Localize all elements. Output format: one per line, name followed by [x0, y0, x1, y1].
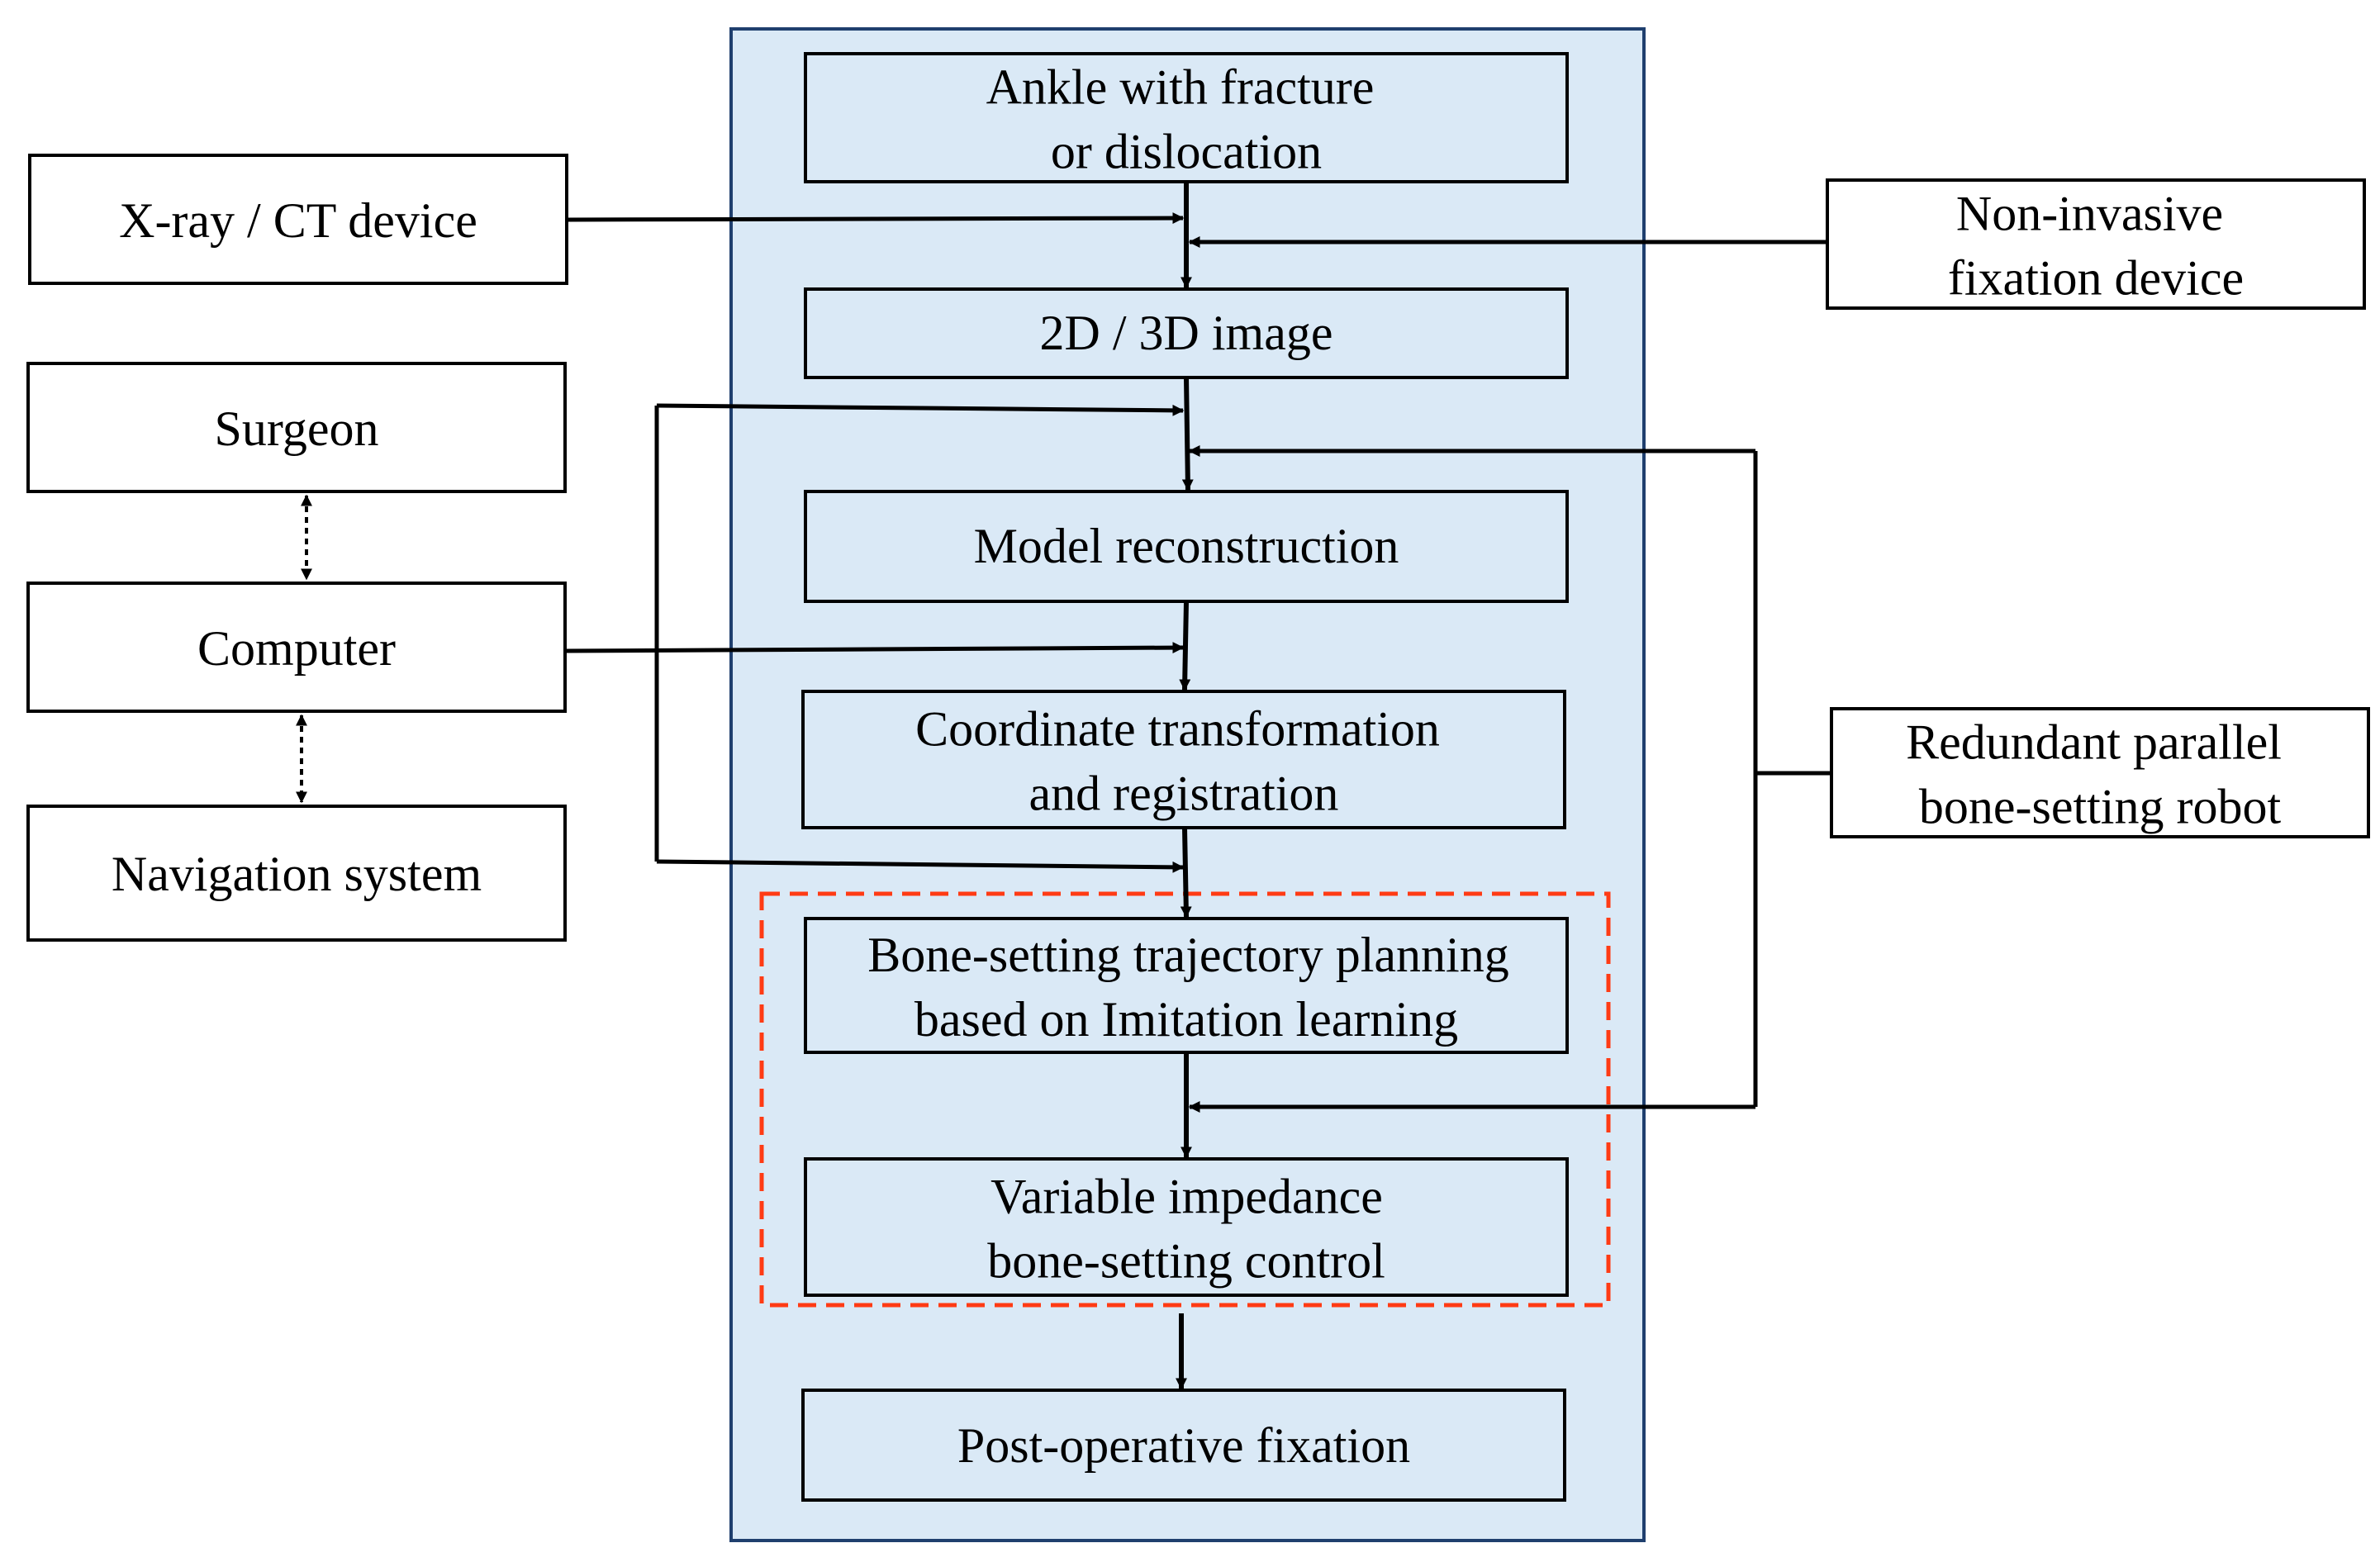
coordinate-transformation-label: Coordinate transformation and registrati… [915, 702, 1452, 821]
surgeon-box: Surgeon [26, 362, 567, 493]
fixation-device-label: Non-invasive fixation device [1948, 187, 2244, 306]
navigation-system-label: Navigation system [112, 847, 482, 901]
flow-connectors [1176, 182, 1194, 1390]
arrow-image-to-model [1181, 377, 1194, 491]
arrow-xray-to-flow [566, 212, 1185, 225]
impedance-control-label: Variable impedance bone-setting control [987, 1170, 1395, 1289]
post-operative-fixation-box: Post-operative fixation [801, 1389, 1566, 1502]
arrow-computer-to-flow [566, 642, 1185, 654]
navigation-system-box: Navigation system [26, 805, 567, 942]
model-reconstruction-box: Model reconstruction [804, 490, 1569, 603]
dotted-links [296, 494, 312, 804]
post-operative-fixation-label: Post-operative fixation [957, 1418, 1410, 1473]
bone-setting-robot-box: Redundant parallel bone-setting robot [1830, 707, 2370, 838]
coordinate-transformation-box: Coordinate transformation and registrati… [801, 690, 1566, 829]
trajectory-planning-label: Bone-setting trajectory planning based o… [867, 928, 1521, 1047]
input-connectors [566, 212, 1831, 1113]
image-box: 2D / 3D image [804, 287, 1569, 379]
image-label: 2D / 3D image [1040, 306, 1333, 360]
xray-ct-device-box: X-ray / CT device [28, 154, 568, 285]
arrow-bracket-to-coordinate [656, 859, 1185, 873]
computer-box: Computer [26, 582, 567, 713]
ankle-label: Ankle with fracture or dislocation [986, 60, 1387, 179]
fixation-device-box: Non-invasive fixation device [1826, 178, 2366, 310]
arrow-coordinate-to-trajectory [1180, 827, 1192, 919]
xray-ct-device-label: X-ray / CT device [119, 193, 477, 248]
computer-label: Computer [197, 621, 396, 676]
arrow-model-to-coordinate [1179, 601, 1191, 691]
trajectory-planning-box: Bone-setting trajectory planning based o… [804, 917, 1569, 1054]
arrow-bracket-to-image [656, 403, 1185, 416]
model-reconstruction-label: Model reconstruction [974, 519, 1399, 573]
bone-setting-robot-label: Redundant parallel bone-setting robot [1906, 715, 2294, 834]
impedance-control-box: Variable impedance bone-setting control [804, 1157, 1569, 1297]
surgeon-label: Surgeon [215, 401, 379, 456]
ankle-box: Ankle with fracture or dislocation [804, 52, 1569, 183]
